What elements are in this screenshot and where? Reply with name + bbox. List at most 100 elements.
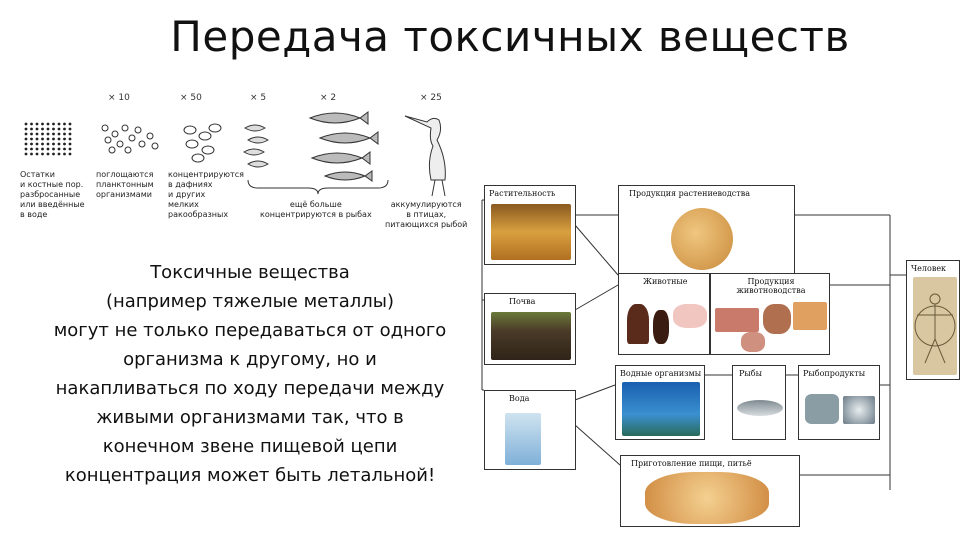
chain-label-5: аккумулируются в птицах, питающихся рыбо… [385, 200, 467, 230]
particle-dot [36, 128, 39, 131]
particle-dot [30, 128, 33, 131]
particle-dot [69, 143, 72, 146]
fish-products-label: Рыбопродукты [803, 369, 865, 378]
fish-label: Рыбы [739, 369, 762, 378]
food-plate-image [645, 472, 769, 524]
particle-dot [25, 153, 28, 156]
particle-dot [41, 123, 44, 126]
main-text-line: живыми организмами так, что в [40, 403, 460, 432]
particle-dot [25, 138, 28, 141]
particle-dot [30, 153, 33, 156]
particle-dot [36, 153, 39, 156]
particle-dot [30, 138, 33, 141]
plankton-icon [102, 125, 158, 153]
particle-dot [41, 133, 44, 136]
particle-dot [47, 128, 50, 131]
chain-label-2: поглощаются планктонным организмами [96, 170, 154, 200]
particle-dot [58, 153, 61, 156]
flow-diagram: Растительность Продукция растениеводства… [470, 175, 960, 540]
hen-image [653, 310, 669, 344]
particle-dot [25, 143, 28, 146]
particle-dot [69, 133, 72, 136]
particle-dot [63, 133, 66, 136]
box-animals: Животные [618, 273, 710, 355]
main-text-line: концентрация может быть летальной! [40, 461, 460, 490]
particle-dot [63, 153, 66, 156]
particle-dot [52, 133, 55, 136]
particle-dot [41, 143, 44, 146]
particle-dot [63, 138, 66, 141]
particle-dot [36, 133, 39, 136]
particle-dot [69, 148, 72, 151]
ham-image [763, 304, 791, 334]
wheat-image [491, 204, 571, 260]
particle-dot [47, 153, 50, 156]
particle-dot [58, 143, 61, 146]
box-human: Человек [906, 260, 960, 380]
box-aquatic: Водные организмы [615, 365, 705, 440]
chain-label-4: ещё больше концентрируются в рыбах [260, 200, 372, 220]
box-fish-products: Рыбопродукты [798, 365, 880, 440]
particle-dot [63, 123, 66, 126]
main-text-line: организма к другому, но и [40, 345, 460, 374]
particle-dot [47, 148, 50, 151]
page-title: Передача токсичных веществ [150, 12, 870, 61]
small-fish-icon [244, 125, 268, 167]
box-vegetation: Растительность [484, 185, 576, 265]
chain-label-1: Остатки и костные пор. разбросанные или … [20, 170, 85, 220]
main-text-line: Токсичные вещества [40, 258, 460, 287]
box-water: Вода [484, 390, 576, 470]
plant-products-label: Продукция растениеводства [629, 189, 750, 198]
particle-dot [52, 128, 55, 131]
chicken-dish-image [793, 302, 827, 330]
particle-dot [52, 143, 55, 146]
food-chain-illustration: × 10 × 50 × 5 × 2 × 25 [20, 88, 480, 238]
water-label: Вода [509, 394, 529, 403]
particle-dot [41, 138, 44, 141]
pig-image [673, 304, 707, 328]
fish-icon [310, 112, 378, 181]
aquatic-label: Водные организмы [620, 369, 701, 378]
particle-dot [52, 148, 55, 151]
soil-label: Почва [509, 297, 535, 306]
particle-dot [47, 133, 50, 136]
canned-fish-image [805, 394, 839, 424]
underwater-image [622, 382, 700, 436]
fish-tin-image [843, 396, 875, 424]
main-text: Токсичные вещества (например тяжелые мет… [40, 258, 460, 490]
sausage-image [741, 332, 765, 352]
particle-dot [63, 143, 66, 146]
animal-products-label: Продукция животноводства [733, 277, 809, 295]
vegetation-label: Растительность [489, 189, 555, 198]
daphnia-icon [184, 124, 221, 162]
main-text-line: (например тяжелые металлы) [40, 287, 460, 316]
rooster-image [627, 304, 649, 344]
particle-dot [30, 143, 33, 146]
chain-label-3: концентрируются в дафниях и других мелки… [168, 170, 244, 220]
particle-dot [47, 138, 50, 141]
particle-dot [69, 153, 72, 156]
particle-dot [52, 123, 55, 126]
cooking-label: Приготовление пищи, питьё [631, 459, 752, 468]
particle-dot [30, 123, 33, 126]
particle-dot [25, 133, 28, 136]
particle-dot [69, 138, 72, 141]
box-soil: Почва [484, 293, 576, 365]
particle-dot [25, 123, 28, 126]
particle-dot [36, 123, 39, 126]
vitruvian-man-image [913, 277, 957, 375]
particle-dot [36, 143, 39, 146]
fish-image [737, 400, 783, 416]
particle-dot [36, 148, 39, 151]
particle-dot [63, 128, 66, 131]
animals-label: Животные [643, 277, 688, 286]
particle-dot [52, 138, 55, 141]
particle-dot [47, 143, 50, 146]
box-plant-products: Продукция растениеводства [618, 185, 795, 275]
particle-dot [63, 148, 66, 151]
particle-dot [41, 153, 44, 156]
human-figure-icon [913, 277, 957, 375]
particle-dot [47, 123, 50, 126]
main-text-line: накапливаться по ходу передачи между [40, 374, 460, 403]
particle-dot [30, 148, 33, 151]
